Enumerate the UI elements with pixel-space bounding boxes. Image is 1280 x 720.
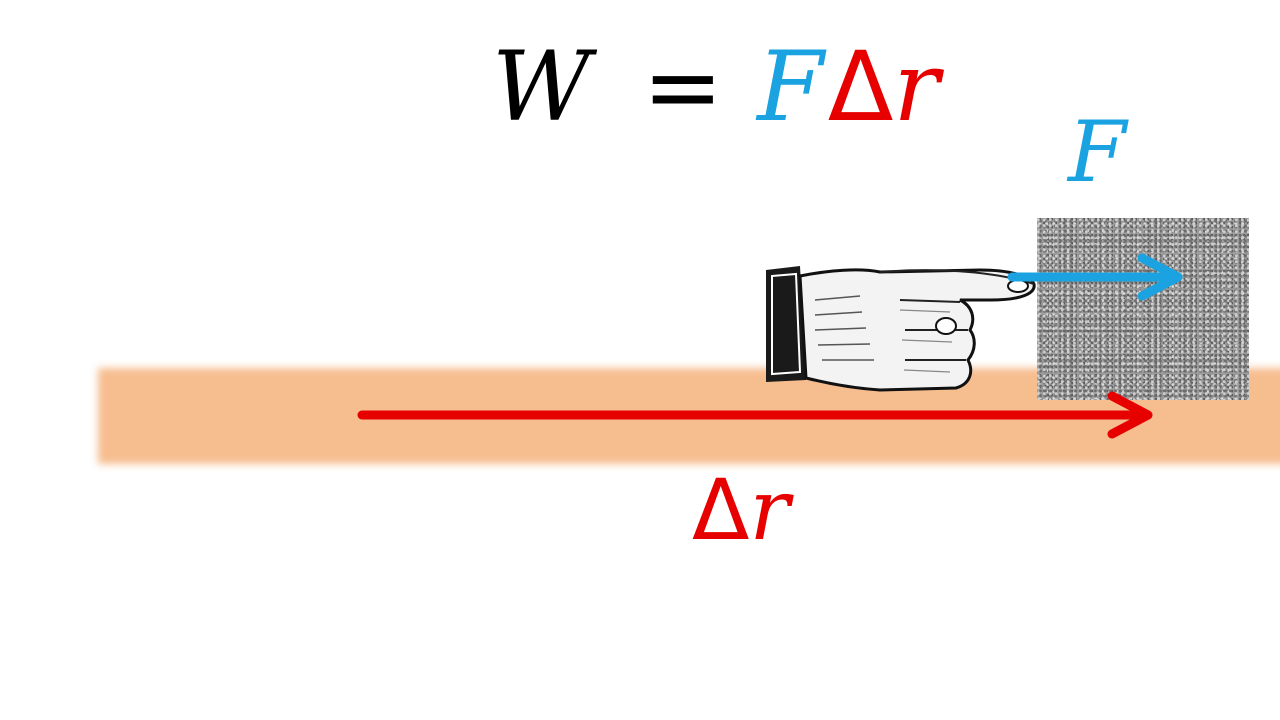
- work-symbol: W: [492, 31, 591, 143]
- force-arrow: [1007, 253, 1183, 301]
- equation-delta-symbol: Δ: [827, 31, 894, 143]
- displacement-label: Δr: [692, 462, 790, 560]
- stone-block-icon: [1037, 218, 1249, 400]
- pointing-hand-icon: [766, 266, 1036, 392]
- displacement-delta-symbol: Δ: [692, 461, 750, 559]
- displacement-r-symbol: r: [749, 461, 790, 559]
- equals-sign: =: [642, 31, 724, 143]
- equation-displacement-symbol: r: [893, 31, 940, 143]
- displacement-arrow: [357, 391, 1153, 439]
- equation-force-symbol: F: [757, 31, 824, 143]
- force-label: F: [1068, 103, 1127, 201]
- work-equation: W = FΔr: [492, 32, 939, 142]
